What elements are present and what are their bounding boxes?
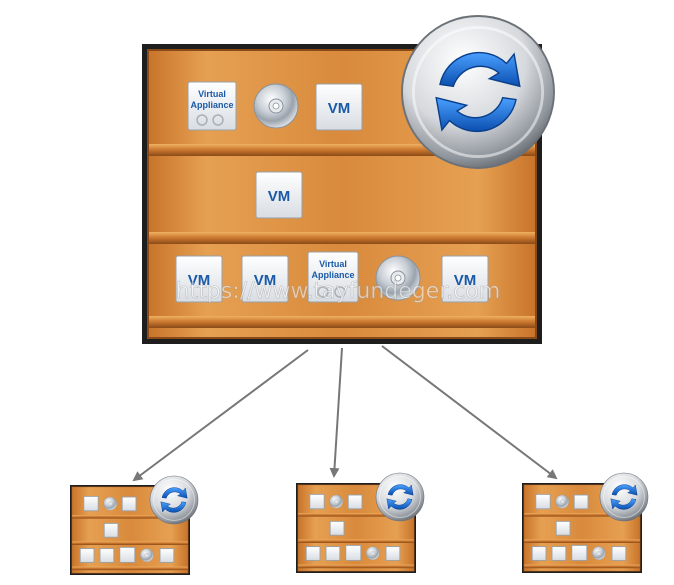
vm-tile: [385, 546, 401, 561]
vm-tile: VM: [315, 83, 363, 131]
virtual-appliance-tile: [571, 544, 588, 561]
disc-icon: [140, 548, 154, 562]
subscriber-library-3: [521, 482, 643, 574]
virtual-appliance-label: Appliance: [311, 270, 354, 280]
vm-tile: VM: [241, 255, 289, 303]
vm-tile: [99, 548, 115, 563]
virtual-appliance-tile: [345, 544, 362, 561]
sync-icon: [400, 14, 556, 170]
vm-tile: [551, 546, 567, 561]
vm-tile: [121, 496, 137, 512]
arrow-to-subscriber-2: [329, 347, 343, 478]
virtual-appliance-label: Virtual: [198, 89, 226, 99]
vm-tile: [531, 546, 547, 561]
vm-tile: VM: [175, 255, 223, 303]
vm-tile: VM: [441, 255, 489, 303]
main-library: Virtual Appliance VM VM VM VM Virtual: [141, 43, 543, 345]
vm-label: VM: [254, 272, 277, 289]
disc-icon: [555, 494, 569, 509]
subscriber-library-1: [69, 484, 191, 576]
arrow-to-subscriber-3: [381, 345, 558, 480]
vm-tile: [573, 494, 589, 510]
virtual-appliance-label: Appliance: [190, 100, 233, 110]
virtual-appliance-tile: [309, 493, 325, 510]
virtual-appliance-tile: Virtual Appliance: [307, 251, 359, 303]
disc-icon: [329, 494, 343, 509]
arrow-to-subscriber-1: [132, 349, 309, 482]
vm-tile: [555, 520, 571, 536]
virtual-appliance-tile: [119, 546, 136, 563]
vm-tile: [103, 522, 119, 538]
disc-icon: [103, 496, 117, 511]
vm-tile: [611, 546, 627, 561]
virtual-appliance-tile: [535, 493, 551, 510]
disc-icon: [253, 83, 299, 129]
sync-arrows: [132, 345, 558, 482]
virtual-appliance-tile: Virtual Appliance: [187, 81, 237, 131]
vm-label: VM: [328, 100, 351, 117]
virtual-appliance-label: Virtual: [319, 259, 347, 269]
vm-label: VM: [454, 272, 477, 289]
watermark: https://www.tayfundeger.com: [176, 279, 501, 304]
disc-icon: [366, 546, 380, 560]
virtual-appliance-tile: [83, 495, 99, 512]
vm-tile: [325, 546, 341, 561]
vm-tile: [305, 546, 321, 561]
vm-tile: [159, 548, 175, 563]
vm-label: VM: [188, 272, 211, 289]
vm-label: VM: [268, 188, 291, 205]
vm-tile: [347, 494, 363, 510]
sync-icon: [375, 472, 425, 522]
disc-icon: [592, 546, 606, 560]
vm-tile: [329, 520, 345, 536]
sync-icon: [599, 472, 649, 522]
vm-tile: [79, 548, 95, 563]
subscriber-library-2: [295, 482, 417, 574]
vm-tile: VM: [255, 171, 303, 219]
sync-icon: [149, 475, 199, 525]
